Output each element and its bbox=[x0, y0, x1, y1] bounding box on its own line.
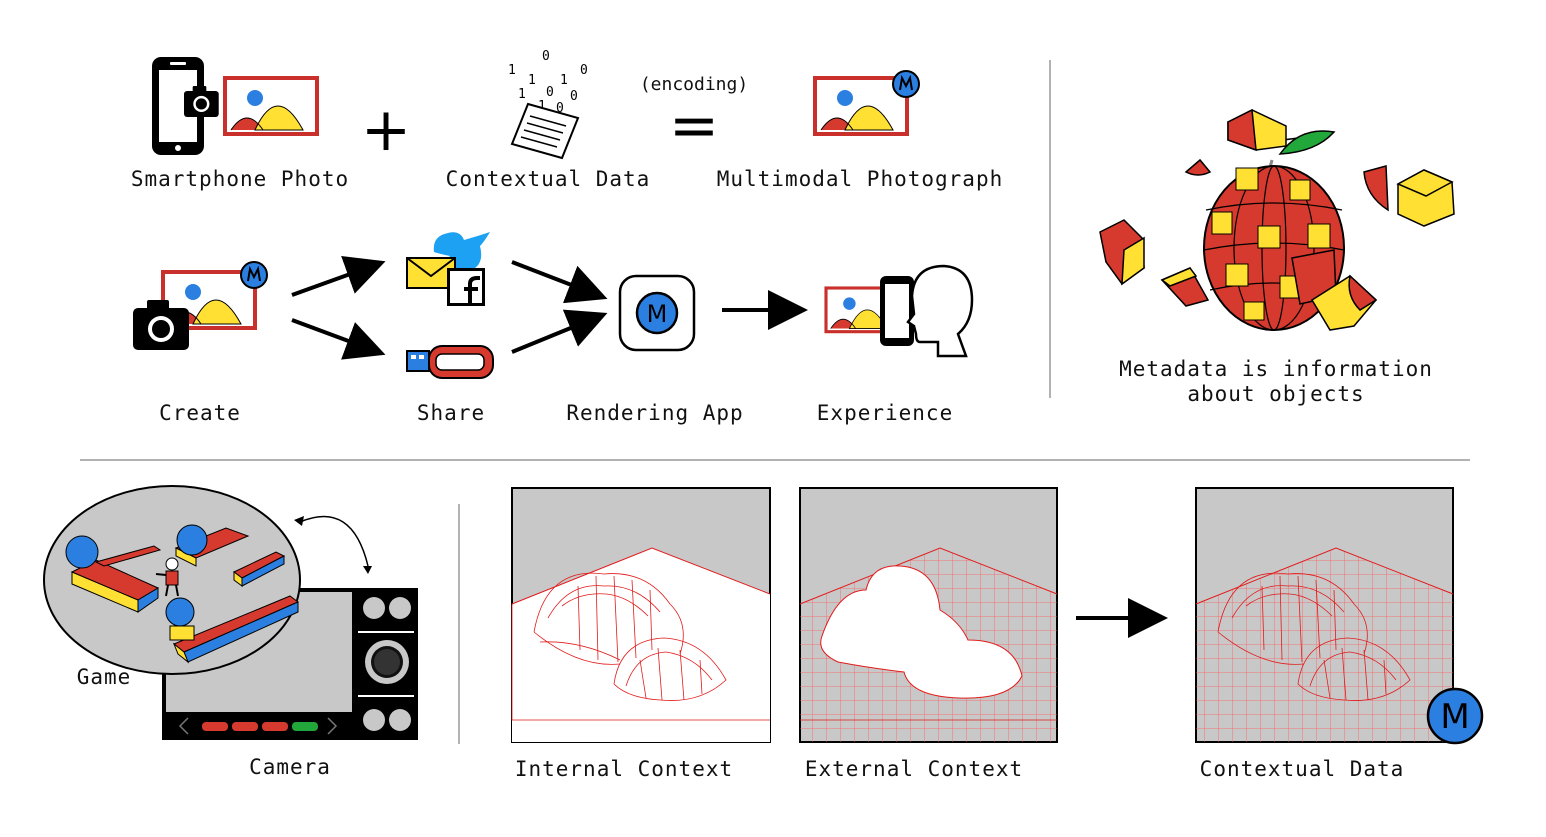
internal-context-panel: Internal Context bbox=[511, 487, 771, 781]
svg-text:1: 1 bbox=[518, 87, 526, 102]
contextual-data-panel: M Contextual Data bbox=[1195, 487, 1484, 781]
share-label: Share bbox=[417, 401, 485, 425]
svg-text:0: 0 bbox=[570, 89, 578, 104]
internal-mesh bbox=[533, 572, 727, 701]
svg-text:1: 1 bbox=[538, 99, 546, 114]
arrow-share-to-app-top bbox=[511, 260, 608, 304]
m-badge-icon bbox=[635, 291, 679, 335]
camera-status-bar bbox=[178, 717, 338, 735]
app-m-letter: M bbox=[647, 300, 668, 328]
rendering-app-label: Rendering App bbox=[566, 401, 743, 425]
arrow-share-to-app-bottom bbox=[511, 309, 608, 354]
svg-text:1: 1 bbox=[528, 73, 536, 88]
svg-text:0: 0 bbox=[546, 85, 554, 100]
svg-text:1: 1 bbox=[508, 63, 516, 78]
player-icon bbox=[165, 557, 179, 571]
m-badge-icon bbox=[240, 261, 268, 289]
contextual-data-label: Contextual Data bbox=[446, 167, 651, 191]
svg-text:1: 1 bbox=[560, 73, 568, 88]
external-blob bbox=[820, 565, 1023, 699]
usb-drive-icon bbox=[406, 345, 494, 379]
svg-text:0: 0 bbox=[580, 63, 588, 78]
facebook-icon bbox=[447, 268, 485, 306]
badge-m-letter: M bbox=[1440, 697, 1469, 737]
equals-sign: = bbox=[669, 91, 719, 161]
game-scene bbox=[43, 485, 301, 675]
external-context-label: External Context bbox=[805, 757, 1023, 781]
arrow-create-to-share-bottom bbox=[291, 318, 386, 360]
head-icon bbox=[906, 264, 974, 358]
curved-arrow bbox=[299, 515, 369, 567]
right-arrow-icon[interactable] bbox=[327, 717, 338, 735]
metadata-caption-line1: Metadata is information bbox=[1119, 357, 1433, 381]
plus-sign: + bbox=[361, 95, 411, 165]
document-icon bbox=[510, 102, 580, 160]
camera-label: Camera bbox=[249, 755, 331, 779]
exploding-apple-icon bbox=[1099, 108, 1455, 331]
share-group: Share bbox=[406, 232, 494, 425]
smartphone-photo-group: Smartphone Photo bbox=[131, 57, 349, 191]
svg-text:0: 0 bbox=[542, 49, 550, 64]
create-label: Create bbox=[159, 401, 241, 425]
svg-text:0: 0 bbox=[556, 101, 564, 116]
contextual-data-group: 0 1 0 1 1 0 1 0 1 0 Contextual Data bbox=[446, 49, 651, 191]
camera-controls bbox=[358, 597, 414, 731]
multimodal-photograph-group: Multimodal Photograph bbox=[717, 70, 1004, 191]
experience-label: Experience bbox=[817, 401, 953, 425]
binary-bits: 0 1 0 1 1 0 1 0 1 0 bbox=[508, 49, 588, 116]
arrow-create-to-share-top bbox=[291, 256, 386, 297]
smartphone-icon bbox=[880, 276, 914, 346]
create-group: Create bbox=[133, 261, 268, 425]
m-badge-icon bbox=[1426, 687, 1484, 745]
experience-group: Experience bbox=[817, 264, 974, 425]
metadata-caption-line2: about objects bbox=[1187, 382, 1364, 406]
game-label: Game bbox=[77, 665, 132, 689]
photo-icon bbox=[223, 76, 319, 136]
smartphone-photo-label: Smartphone Photo bbox=[131, 167, 349, 191]
contextual-mesh bbox=[1217, 572, 1411, 701]
m-badge-icon bbox=[892, 70, 920, 98]
contextual-data-panel-label: Contextual Data bbox=[1200, 757, 1405, 781]
internal-context-label: Internal Context bbox=[515, 757, 733, 781]
external-context-panel: External Context bbox=[799, 487, 1058, 781]
left-arrow-icon[interactable] bbox=[178, 717, 189, 735]
rendering-app-group: M Rendering App bbox=[566, 274, 743, 425]
encoding-label: (encoding) bbox=[640, 74, 748, 95]
multimodal-photograph-label: Multimodal Photograph bbox=[717, 167, 1004, 191]
